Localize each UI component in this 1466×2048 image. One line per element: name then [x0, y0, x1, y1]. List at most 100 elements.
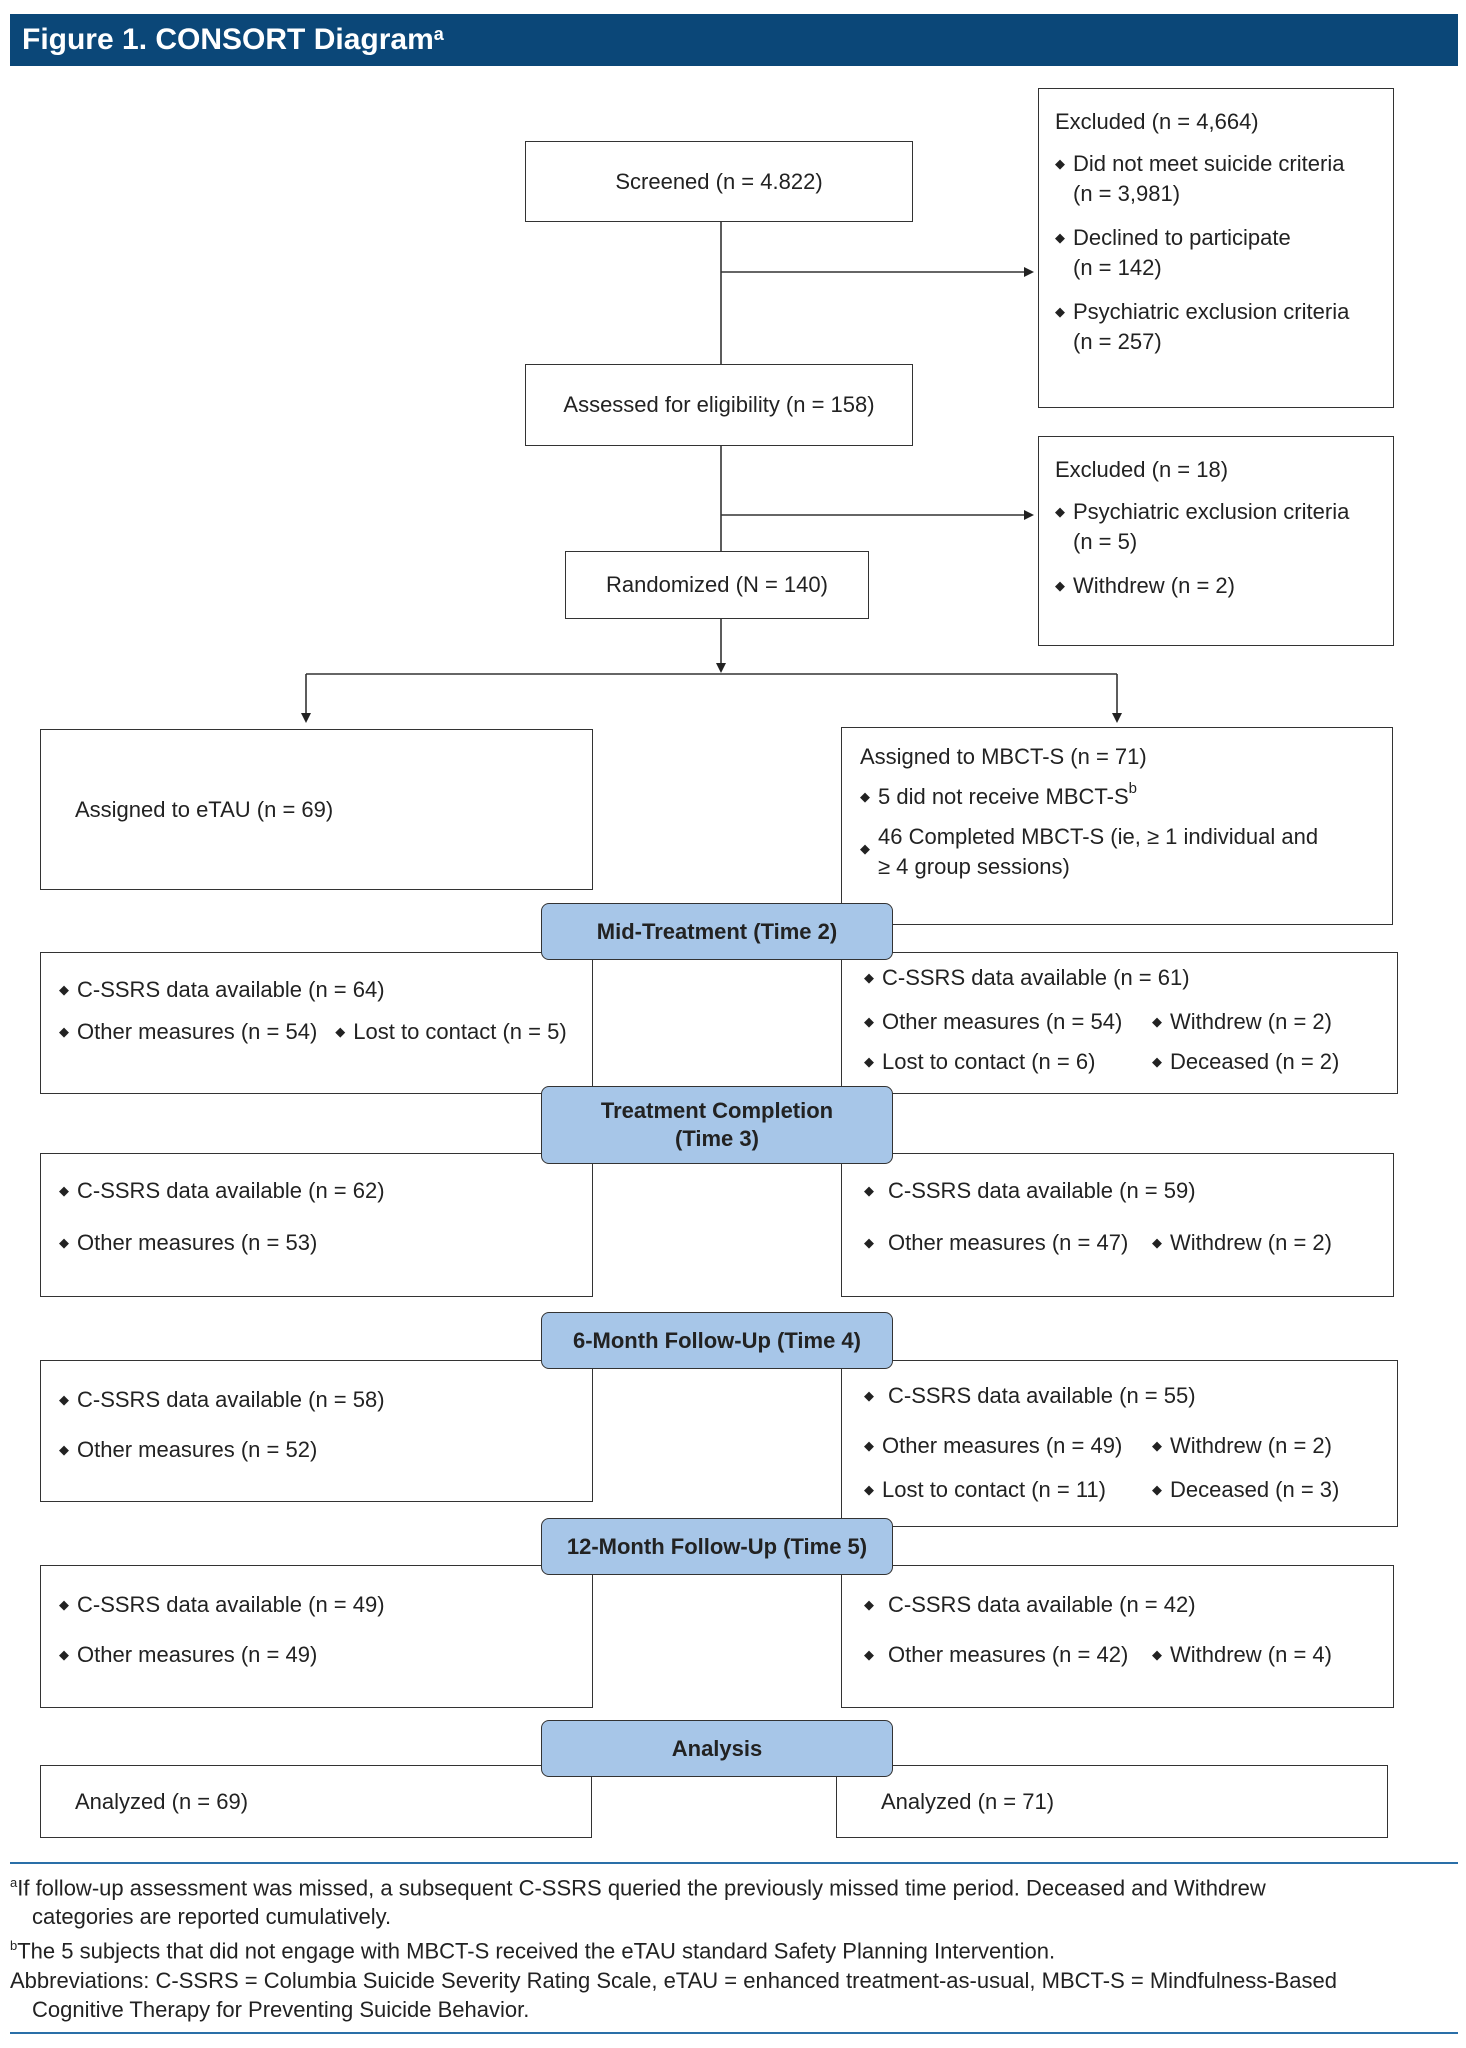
time2-mbct-item: ◆ C-SSRS data available (n = 61) [864, 963, 1375, 993]
bullet-icon: ◆ [1055, 578, 1065, 593]
excluded-1-item-count: (n = 142) [1073, 255, 1162, 280]
bullet-icon: ◆ [864, 1482, 874, 1497]
time4-mbct-item: ◆ Withdrew (n = 2) [1152, 1431, 1332, 1461]
bullet-icon: ◆ [1152, 1482, 1162, 1497]
randomized-box: Randomized (N = 140) [565, 551, 869, 619]
bullet-icon: ◆ [1055, 304, 1065, 319]
etau-assigned-text: Assigned to eTAU (n = 69) [75, 796, 334, 822]
footnote-mark-b: b [1128, 780, 1138, 797]
time4-mbct-pair: ◆ Other measures (n = 49) ◆ Withdrew (n = … [864, 1431, 1375, 1461]
stage-label-text: 6-Month Follow-Up (Time 4) [572, 1327, 861, 1353]
bullet-icon: ◆ [1152, 1014, 1162, 1029]
bullet-icon: ◆ [864, 1647, 874, 1662]
bullet-icon: ◆ [1055, 156, 1065, 171]
bullet-icon: ◆ [860, 789, 870, 804]
stage-label-twelve-month: 12-Month Follow-Up (Time 5) [541, 1518, 893, 1575]
other-measures-text: Other measures (n = 49) [77, 1642, 318, 1667]
bullet-icon: ◆ [864, 1054, 874, 1069]
mbct-assigned-box: Assigned to MBCT-S (n = 71) ◆ 5 did not … [841, 727, 1393, 925]
stage-label-text: Mid-Treatment (Time 2) [596, 918, 838, 944]
abbreviations-cont: Cognitive Therapy for Preventing Suicide… [32, 1996, 530, 2022]
time4-etau-item: ◆ C-SSRS data available (n = 58) [59, 1385, 574, 1415]
time4-etau-box: ◆ C-SSRS data available (n = 58) ◆Other m… [40, 1360, 593, 1502]
excluded-box-2: Excluded (n = 18) ◆ Psychiatric exclusio… [1038, 436, 1394, 646]
withdrew-text: Withdrew (n = 2) [1170, 1433, 1332, 1458]
excluded-2-title: Excluded (n = 18) [1055, 457, 1229, 482]
other-measures-text: Other measures (n = 54) [77, 1019, 318, 1044]
lost-to-contact-text: Lost to contact (n = 11) [882, 1477, 1106, 1502]
stage-label-text: Analysis [671, 1735, 763, 1761]
time5-etau-item: ◆C-SSRS data available (n = 49) [59, 1590, 574, 1620]
time4-mbct-item: ◆Deceased (n = 3) [1152, 1475, 1339, 1505]
bullet-icon: ◆ [1055, 504, 1065, 519]
cssrs-available-text: C-SSRS data available (n = 58) [77, 1387, 385, 1412]
time3-mbct-item: ◆C-SSRS data available (n = 59) [864, 1176, 1371, 1206]
excluded-1-item: ◆ Did not meet suicide criteria(n = 3,98… [1055, 149, 1377, 209]
time5-mbct-item: ◆Other measures (n = 42) [864, 1640, 1128, 1670]
excluded-1-item-label: Declined to participate [1073, 225, 1291, 250]
other-measures-text: Other measures (n = 47) [888, 1230, 1129, 1255]
bullet-icon: ◆ [864, 1438, 874, 1453]
stage-label-six-month: 6-Month Follow-Up (Time 4) [541, 1312, 893, 1369]
time4-etau-item: ◆Other measures (n = 52) [59, 1435, 574, 1465]
time2-mbct-pair: ◆ Lost to contact (n = 6) ◆Deceased (n = … [864, 1047, 1375, 1077]
time3-mbct-item: ◆Other measures (n = 47) [864, 1228, 1129, 1258]
excluded-2-item-label: Withdrew (n = 2) [1073, 573, 1235, 598]
stage-label-text: (Time 3) [675, 1126, 759, 1151]
other-measures-text: Other measures (n = 53) [77, 1230, 318, 1255]
time2-mbct-item: ◆Other measures (n = 54) [864, 1007, 1126, 1037]
screened-box: Screened (n = 4.822) [525, 141, 913, 222]
bullet-icon: ◆ [335, 1024, 346, 1039]
mbct-completed-text-cont: ≥ 4 group sessions) [878, 854, 1070, 879]
other-measures-text: Other measures (n = 52) [77, 1437, 318, 1462]
analyzed-mbct-text: Analyzed (n = 71) [881, 1788, 1055, 1814]
other-measures-text: Other measures (n = 54) [882, 1009, 1123, 1034]
other-measures-text: Other measures (n = 49) [882, 1433, 1123, 1458]
bullet-icon: ◆ [864, 970, 874, 985]
excluded-1-item-label: Did not meet suicide criteria [1073, 151, 1345, 176]
figure-title-footnote-mark: a [433, 24, 444, 44]
assessed-box: Assessed for eligibility (n = 158) [525, 364, 913, 446]
excluded-2-item-label: Psychiatric exclusion criteria [1073, 499, 1350, 524]
time5-mbct-item: ◆C-SSRS data available (n = 42) [864, 1590, 1371, 1620]
mbct-assigned-item: ◆ 46 Completed MBCT-S (ie, ≥ 1 individua… [860, 822, 1374, 882]
etau-assigned-box: Assigned to eTAU (n = 69) [40, 729, 593, 890]
footnote-a-text: If follow-up assessment was missed, a su… [17, 1875, 1266, 1901]
time3-etau-item: ◆C-SSRS data available (n = 62) [59, 1176, 574, 1206]
excluded-1-item-count: (n = 257) [1073, 329, 1162, 354]
lost-to-contact-text: Lost to contact (n = 6) [882, 1049, 1096, 1074]
time3-etau-item: ◆ Other measures (n = 53) [59, 1228, 574, 1258]
footnote-b-text: The 5 subjects that did not engage with … [17, 1938, 1056, 1964]
footnote-b-mark: b [10, 1938, 18, 1954]
stage-label-text: Treatment Completion [600, 1098, 834, 1123]
time5-etau-item: ◆ Other measures (n = 49) [59, 1640, 574, 1670]
bullet-icon: ◆ [864, 1388, 874, 1403]
cssrs-available-text: C-SSRS data available (n = 55) [888, 1383, 1196, 1408]
excluded-2-item: ◆ Psychiatric exclusion criteria(n = 5) [1055, 497, 1377, 557]
bullet-icon: ◆ [59, 1647, 69, 1662]
bullet-icon: ◆ [59, 1392, 69, 1407]
bullet-icon: ◆ [860, 841, 870, 856]
time2-etau-item: ◆Lost to contact (n = 5) [335, 1017, 566, 1047]
time2-mbct-item: ◆ Lost to contact (n = 6) [864, 1047, 1126, 1077]
time5-mbct-item: ◆Withdrew (n = 4) [1152, 1640, 1332, 1670]
bullet-icon: ◆ [59, 1235, 69, 1250]
mbct-assigned-title: Assigned to MBCT-S (n = 71) [860, 744, 1147, 769]
mbct-completed-text: 46 Completed MBCT-S (ie, ≥ 1 individual … [878, 824, 1319, 849]
time2-mbct-pair: ◆Other measures (n = 54) ◆ Withdrew (n = … [864, 1007, 1375, 1037]
excluded-box-1: Excluded (n = 4,664) ◆ Did not meet suic… [1038, 88, 1394, 408]
time3-mbct-item: ◆Withdrew (n = 2) [1152, 1228, 1332, 1258]
cssrs-available-text: C-SSRS data available (n = 61) [882, 965, 1190, 990]
mbct-not-received-text: 5 did not receive MBCT-S [878, 784, 1129, 809]
time5-mbct-pair: ◆Other measures (n = 42) ◆Withdrew (n = … [864, 1640, 1371, 1670]
randomized-text: Randomized (N = 140) [606, 572, 828, 597]
withdrew-text: Withdrew (n = 2) [1170, 1009, 1332, 1034]
bullet-icon: ◆ [1152, 1438, 1162, 1453]
excluded-1-item: ◆ Declined to participate(n = 142) [1055, 223, 1377, 283]
bullet-icon: ◆ [1152, 1054, 1162, 1069]
time4-mbct-box: ◆ C-SSRS data available (n = 55) ◆ Other m… [841, 1360, 1398, 1527]
time4-mbct-item: ◆ C-SSRS data available (n = 55) [864, 1381, 1375, 1411]
time2-mbct-item: ◆Deceased (n = 2) [1152, 1047, 1339, 1077]
cssrs-available-text: C-SSRS data available (n = 64) [77, 977, 385, 1002]
